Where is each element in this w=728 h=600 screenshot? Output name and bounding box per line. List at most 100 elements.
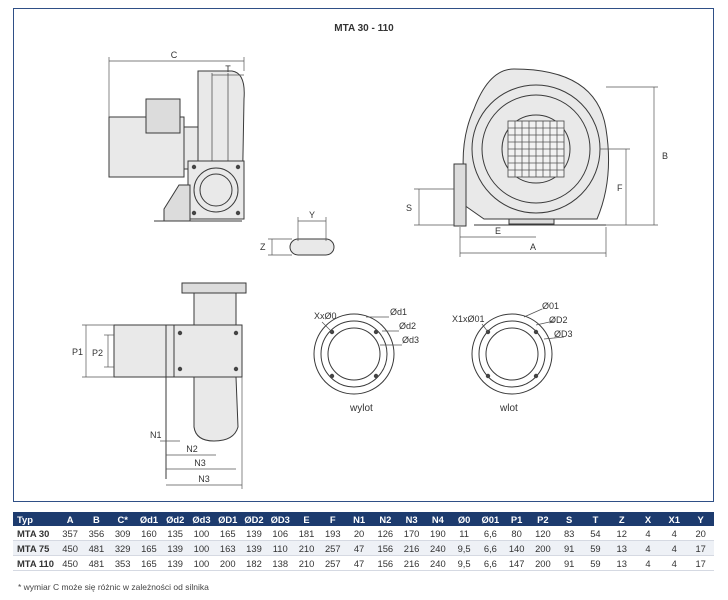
outlet-d1-label: Ød1 <box>390 307 407 317</box>
table-cell: 20 <box>345 526 373 541</box>
table-cell: 156 <box>372 555 399 571</box>
table-cell: 100 <box>188 540 215 556</box>
col-header: Ød1 <box>135 512 163 526</box>
dim-N2: N2 <box>186 444 198 454</box>
table-cell: 6,6 <box>477 555 504 571</box>
table-cell: 156 <box>372 540 399 556</box>
table-cell: 210 <box>293 540 320 556</box>
table-cell: 181 <box>293 526 320 541</box>
col-header: T <box>582 512 609 526</box>
col-header: A <box>57 512 84 526</box>
table-cell: 200 <box>529 555 557 571</box>
table-cell: 257 <box>319 555 346 571</box>
table-cell: 356 <box>83 526 110 541</box>
table-cell: 47 <box>345 555 373 571</box>
table-cell: 91 <box>556 555 583 571</box>
table-cell: 309 <box>109 526 136 541</box>
dim-Z: Z <box>260 242 266 252</box>
dim-N3a: N3 <box>194 458 206 468</box>
inlet-holes-label: X1xØ01 <box>452 314 485 324</box>
outlet-d2-label: Ød2 <box>399 321 416 331</box>
table-cell: 59 <box>582 540 609 556</box>
table-cell: 139 <box>162 555 189 571</box>
dimension-table: Typ A B C* Ød1 Ød2 Ød3 ØD1 ØD2 ØD3 E F N… <box>13 512 714 571</box>
table-cell: 165 <box>214 526 241 541</box>
table-cell: 170 <box>398 526 425 541</box>
top-outlet-duct <box>193 292 237 326</box>
footnote: * wymiar C może się różnic w zależności … <box>18 582 209 592</box>
table-cell: 353 <box>109 555 136 571</box>
table-cell: 100 <box>188 526 215 541</box>
table-row: MTA 30 357 356 309 160 135 100 165 139 1… <box>13 526 714 541</box>
table-cell: 135 <box>162 526 189 541</box>
table-cell: 200 <box>214 555 241 571</box>
table-cell: 163 <box>214 540 241 556</box>
dim-N1: N1 <box>150 430 162 440</box>
top-housing <box>193 376 239 442</box>
dim-T: T <box>225 64 231 74</box>
table-cell: 106 <box>267 526 294 541</box>
table-cell: 216 <box>398 540 425 556</box>
inlet-grille <box>507 120 565 178</box>
slot-detail: Y Z <box>260 210 335 256</box>
table-cell: 139 <box>162 540 189 556</box>
table-row: MTA 75 450 481 329 165 139 100 163 139 1… <box>13 540 714 556</box>
front-feet <box>508 218 555 225</box>
inlet-detail: X1xØ01 Ø01 ØD2 ØD3 wlot <box>452 301 573 414</box>
table-cell: 13 <box>608 540 635 556</box>
table-cell: 481 <box>83 555 110 571</box>
col-header: P2 <box>529 512 557 526</box>
table-cell: 9,5 <box>450 540 478 556</box>
table-cell: 80 <box>503 526 530 541</box>
table-cell: 329 <box>109 540 136 556</box>
drawing-title: MTA 30 - 110 <box>334 23 394 34</box>
col-header: Ød2 <box>162 512 189 526</box>
table-cell: 6,6 <box>477 540 504 556</box>
col-header: Y <box>687 512 714 526</box>
table-cell: 47 <box>345 540 373 556</box>
outlet-caption: wylot <box>349 403 373 414</box>
col-header: N1 <box>345 512 373 526</box>
table-cell: 100 <box>188 555 215 571</box>
table-cell: MTA 75 <box>13 540 57 556</box>
col-header: Z <box>608 512 635 526</box>
dim-S: S <box>406 203 412 213</box>
front-view: B F S E A <box>406 68 668 257</box>
col-header: F <box>319 512 346 526</box>
dim-P1: P1 <box>72 347 83 357</box>
table-cell: 450 <box>57 555 84 571</box>
table-cell: 4 <box>661 526 688 541</box>
table-cell: 140 <box>503 540 530 556</box>
table-cell: 120 <box>529 526 557 541</box>
table-cell: 139 <box>240 526 268 541</box>
col-header: P1 <box>503 512 530 526</box>
dim-C: C <box>171 50 178 60</box>
table-cell: 190 <box>424 526 451 541</box>
table-cell: 12 <box>608 526 635 541</box>
table-cell: MTA 30 <box>13 526 57 541</box>
table-cell: 240 <box>424 540 451 556</box>
table-cell: 216 <box>398 555 425 571</box>
table-cell: 4 <box>634 555 662 571</box>
inlet-caption: wlot <box>499 403 518 414</box>
col-header: Typ <box>13 512 57 526</box>
table-cell: 17 <box>687 540 714 556</box>
table-cell: 59 <box>582 555 609 571</box>
table-cell: 240 <box>424 555 451 571</box>
terminal-box <box>145 98 181 134</box>
outlet-detail: XxØ0 Ød1 Ød2 Ød3 wylot <box>313 307 419 414</box>
top-view: P1 P2 N1 N2 N3 N3 <box>72 282 247 489</box>
dim-P2: P2 <box>92 348 103 358</box>
table-cell: 165 <box>135 555 163 571</box>
top-motor <box>113 324 175 378</box>
table-cell: 4 <box>661 540 688 556</box>
table-cell: 11 <box>450 526 478 541</box>
col-header: N2 <box>372 512 399 526</box>
slot-hole <box>289 238 335 256</box>
table-cell: 210 <box>293 555 320 571</box>
col-header: Ø01 <box>477 512 504 526</box>
col-header: S <box>556 512 583 526</box>
table-cell: 139 <box>240 540 268 556</box>
table-cell: 4 <box>634 540 662 556</box>
table-cell: 17 <box>687 555 714 571</box>
